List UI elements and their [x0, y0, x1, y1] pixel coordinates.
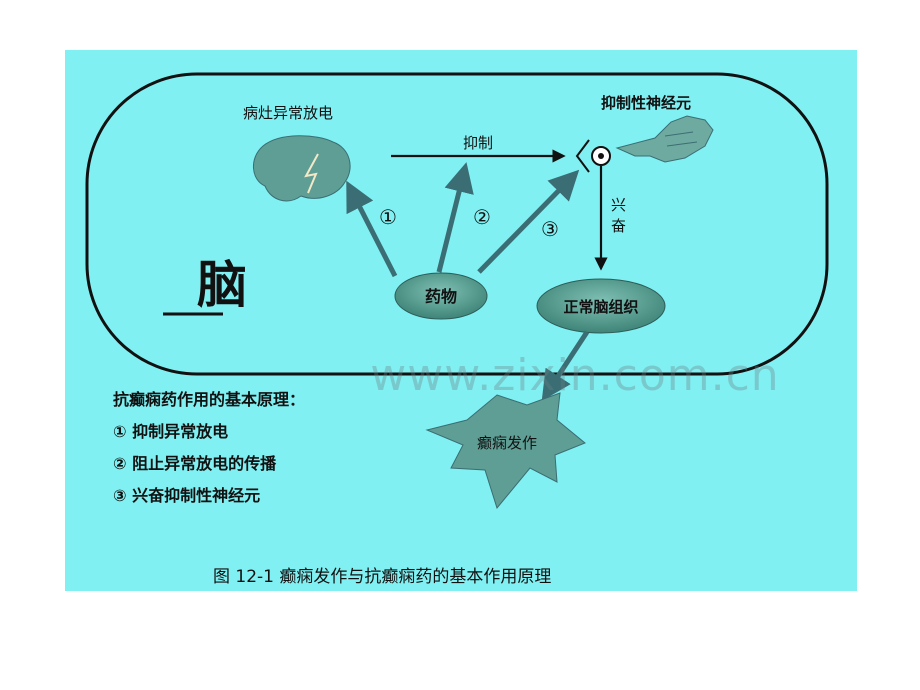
hand-finger-line: [664, 131, 694, 137]
seizure-star: [425, 392, 586, 510]
drug-label: 药物: [425, 287, 457, 306]
brain-label: 脑: [197, 256, 247, 314]
figure-caption: 图 12-1 癫痫发作与抗癫痫药的基本作用原理: [213, 567, 552, 587]
principles-title: 抗癫痫药作用的基本原理：: [113, 390, 306, 409]
focus-blob: [253, 135, 351, 202]
diagram-canvas: 脑 病灶异常放电 抑制 抑制性神经元 兴 奋 ① ② ③ 药物 正常脑组织 癫痫…: [85, 72, 829, 510]
excite-label-1: 兴: [611, 196, 626, 214]
principle-item: ② 阻止异常放电的传播: [113, 454, 277, 473]
path-number-1: ①: [379, 205, 397, 229]
path-number-3: ③: [541, 217, 559, 241]
drug-ellipse: [394, 272, 488, 320]
watermark: www.zixin.com.cn: [370, 350, 780, 401]
principles-list: 抗癫痫药作用的基本原理： ① 抑制异常放电 ② 阻止异常放电的传播 ③ 兴奋抑制…: [113, 384, 305, 512]
inhibitory-neuron-label: 抑制性神经元: [601, 94, 691, 112]
brain-boundary: [85, 72, 829, 376]
path-3-arrow: [477, 169, 580, 274]
pointing-hand-icon: [615, 115, 714, 163]
path-number-2: ②: [473, 205, 491, 229]
principle-item: ③ 兴奋抑制性神经元: [113, 486, 261, 505]
excite-label-2: 奋: [611, 217, 626, 235]
path-1-arrow: [346, 180, 398, 278]
normal-tissue-ellipse: [536, 278, 666, 334]
seizure-arrow: [541, 330, 590, 402]
normal-tissue-label: 正常脑组织: [563, 298, 638, 316]
lightning-icon: [304, 153, 319, 194]
focus-label: 病灶异常放电: [243, 104, 333, 122]
figure-panel: 脑 病灶异常放电 抑制 抑制性神经元 兴 奋 ① ② ③ 药物 正常脑组织 癫痫…: [65, 50, 857, 591]
path-2-arrow: [436, 162, 474, 273]
principle-item: ① 抑制异常放电: [113, 422, 229, 441]
inhibit-label: 抑制: [463, 134, 493, 152]
seizure-label: 癫痫发作: [477, 434, 537, 452]
hand-finger-line: [666, 141, 698, 147]
synapse-symbol: [575, 139, 590, 173]
neuron-core: [598, 153, 604, 159]
